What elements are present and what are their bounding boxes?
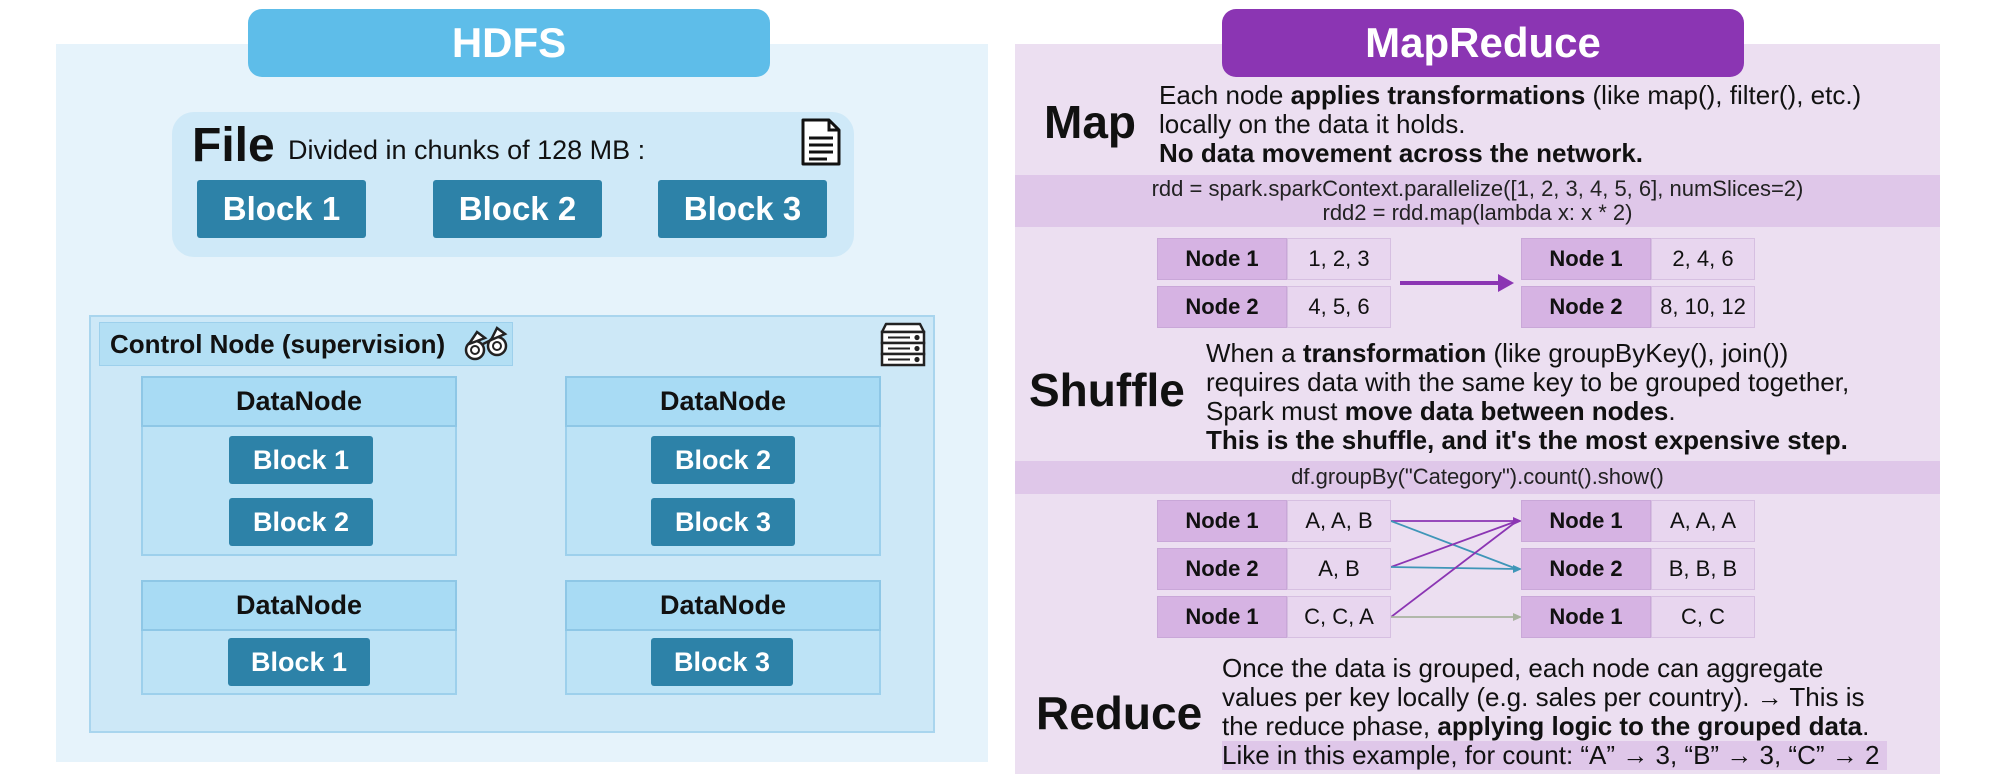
shuffle-node-cell: Node 1: [1157, 500, 1287, 542]
reduce-text: the reduce phase,: [1222, 711, 1438, 741]
map-text: (like map(), filter(), etc.): [1585, 80, 1862, 110]
shuffle-node-cell: Node 2: [1521, 548, 1651, 590]
shuffle-text: (like groupByKey(), join()): [1486, 338, 1789, 368]
reduce-text: Like in this example, for count: “A” → 3…: [1222, 741, 1888, 770]
map-node-cell: Node 2: [1521, 286, 1651, 328]
map-text-bold: applies transformations: [1290, 80, 1586, 110]
datanode-label: DataNode: [565, 580, 881, 631]
hdfs-title: HDFS: [248, 9, 770, 77]
datanode-block: Block 3: [651, 498, 795, 546]
shuffle-code-block: df.groupBy("Category").count().show(): [1015, 461, 1940, 494]
shuffle-text: requires data with the same key to be gr…: [1206, 367, 1850, 397]
shuffle-text: When a: [1206, 338, 1303, 368]
map-description: Each node applies transformations (like …: [1159, 81, 1861, 168]
map-code-block: rdd = spark.sparkContext.parallelize([1,…: [1015, 175, 1940, 227]
server-icon: [880, 322, 926, 367]
mapreduce-title: MapReduce: [1222, 9, 1744, 77]
shuffle-text: Spark must: [1206, 396, 1345, 426]
shuffle-value-cell: C, C: [1651, 596, 1755, 638]
datanode-block: Block 3: [651, 638, 793, 686]
shuffle-text-bold: transformation: [1302, 338, 1487, 368]
shuffle-node-cell: Node 1: [1521, 596, 1651, 638]
datanode-label: DataNode: [565, 376, 881, 427]
shuffle-text-bold: move data between nodes: [1344, 396, 1669, 426]
shuffle-node-cell: Node 2: [1157, 548, 1287, 590]
shuffle-node-cell: Node 1: [1157, 596, 1287, 638]
binoculars-icon: [464, 326, 508, 361]
shuffle-title: Shuffle: [1029, 364, 1185, 416]
map-text-bold: No data movement across the network.: [1159, 138, 1644, 168]
map-title: Map: [1044, 96, 1136, 148]
map-value-cell: 1, 2, 3: [1287, 238, 1391, 280]
reduce-text: values per key locally (e.g. sales per c…: [1222, 682, 1865, 712]
shuffle-value-cell: A, B: [1287, 548, 1391, 590]
shuffle-node-cell: Node 1: [1521, 500, 1651, 542]
map-value-cell: 4, 5, 6: [1287, 286, 1391, 328]
file-block: Block 2: [433, 180, 602, 238]
datanode-block: Block 2: [651, 436, 795, 484]
map-text: Each node: [1159, 80, 1291, 110]
file-label: File: [192, 119, 275, 172]
datanode-label: DataNode: [141, 376, 457, 427]
file-block: Block 3: [658, 180, 827, 238]
map-code-line: rdd = spark.sparkContext.parallelize([1,…: [1151, 176, 1804, 201]
file-description: Divided in chunks of 128 MB :: [288, 135, 646, 165]
map-node-cell: Node 1: [1157, 238, 1287, 280]
datanode-block: Block 2: [229, 498, 373, 546]
reduce-text-bold: applying logic to the grouped data: [1437, 711, 1863, 741]
map-node-cell: Node 2: [1157, 286, 1287, 328]
map-arrow: [1400, 274, 1514, 292]
datanode-label: DataNode: [141, 580, 457, 631]
map-code-line: rdd2 = rdd.map(lambda x: x * 2): [1322, 200, 1633, 225]
reduce-text: Once the data is grouped, each node can …: [1222, 653, 1824, 683]
datanode-block: Block 1: [228, 638, 370, 686]
document-icon: [801, 118, 841, 166]
shuffle-value-cell: A, A, B: [1287, 500, 1391, 542]
shuffle-value-cell: B, B, B: [1651, 548, 1755, 590]
mapreduce-panel: [1015, 44, 1940, 774]
reduce-title: Reduce: [1036, 687, 1203, 739]
shuffle-arrows: [1391, 517, 1522, 621]
map-node-cell: Node 1: [1521, 238, 1651, 280]
map-value-cell: 8, 10, 12: [1651, 286, 1755, 328]
reduce-description: Once the data is grouped, each node can …: [1222, 653, 1888, 770]
map-text: locally on the data it holds.: [1159, 109, 1466, 139]
datanode-block: Block 1: [229, 436, 373, 484]
shuffle-value-cell: C, C, A: [1287, 596, 1391, 638]
shuffle-description: When a transformation (like groupByKey()…: [1206, 339, 1849, 455]
shuffle-value-cell: A, A, A: [1651, 500, 1755, 542]
shuffle-text-bold: This is the shuffle, and it's the most e…: [1206, 425, 1848, 455]
shuffle-text: .: [1668, 396, 1676, 426]
reduce-text: .: [1862, 711, 1870, 741]
control-node-label: Control Node (supervision): [99, 322, 513, 366]
map-value-cell: 2, 4, 6: [1651, 238, 1755, 280]
file-block: Block 1: [197, 180, 366, 238]
